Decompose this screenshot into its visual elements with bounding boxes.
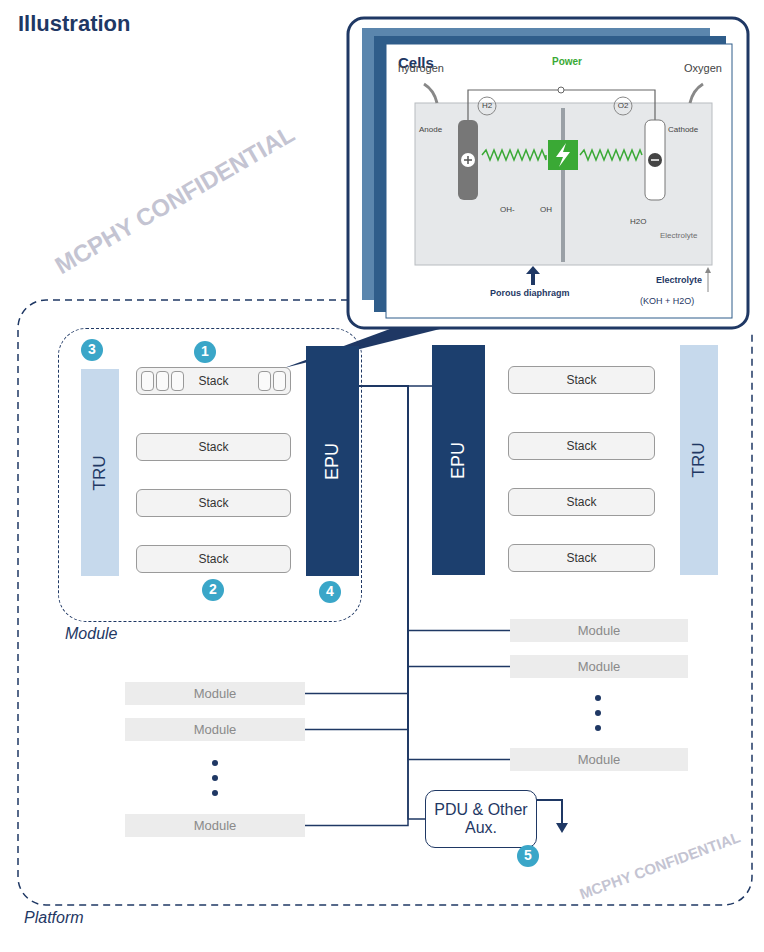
tru-unit: TRU (81, 369, 119, 576)
figure-label: OH- (500, 206, 515, 215)
cell-segment (273, 371, 286, 391)
cell-segment (141, 371, 154, 391)
box-label: Stack (198, 496, 228, 510)
figure-label: hydrogen (398, 62, 444, 74)
box-label: TRU (689, 443, 709, 478)
callout-number: 2 (202, 579, 224, 601)
box-label: Stack (566, 439, 596, 453)
figure-label: Porous diaphragm (490, 289, 570, 299)
box-label: Module (194, 686, 237, 701)
cell-illustration (415, 84, 712, 292)
callout-number: 3 (81, 339, 103, 361)
figure-label: (KOH + H2O) (640, 297, 694, 307)
module-box: Module (125, 718, 305, 741)
box-label: EPU (322, 442, 343, 479)
platform-outline (18, 300, 752, 905)
box-label: TRU (90, 455, 110, 490)
box-label: Stack (198, 440, 228, 454)
box-label: Stack (566, 551, 596, 565)
figure-label: H2 (482, 102, 492, 111)
box-label: Module (194, 818, 237, 833)
epu-unit: EPU (306, 346, 359, 576)
stack-box: Stack (136, 367, 291, 395)
cell-segment (258, 371, 271, 391)
callout-number: 1 (194, 341, 216, 363)
diagram-title: Illustration (18, 12, 130, 36)
watermark: MCPHY CONFIDENTIAL (51, 121, 299, 280)
box-label: PDU & Other Aux. (434, 801, 528, 838)
box-label: Module (578, 752, 621, 767)
module-box: Module (125, 682, 305, 705)
pdu-box: PDU & Other Aux. (425, 790, 537, 848)
box-label: Module (194, 722, 237, 737)
callout-number: 5 (517, 845, 539, 867)
box-label: Stack (198, 552, 228, 566)
output-arrowhead (556, 823, 568, 833)
module-box: Module (510, 655, 688, 678)
page-front (386, 44, 732, 318)
figure-label: Power (552, 56, 582, 67)
figure-label: Oxygen (684, 62, 722, 74)
stack-box: Stack (136, 545, 291, 573)
module-box: Module (125, 814, 305, 837)
callout-number: 4 (319, 581, 341, 603)
figure-label: O2 (618, 102, 629, 111)
epu-unit: EPU (432, 345, 485, 575)
module-box: Module (510, 619, 688, 642)
ellipsis-dots (212, 695, 601, 796)
zoom-frame (348, 18, 748, 328)
box-label: EPU (448, 441, 469, 478)
stack-box: Stack (508, 544, 655, 572)
stack-box: Stack (508, 366, 655, 394)
figure-label: Electrolyte (660, 232, 697, 241)
region-label: Platform (24, 909, 84, 927)
stack-box: Stack (136, 489, 291, 517)
box-label: Module (578, 623, 621, 638)
platform-region: PlatformModuleTRUStackStackStackStackEPU… (18, 300, 752, 905)
box-label: Stack (566, 373, 596, 387)
box-label: Stack (566, 495, 596, 509)
figure-label: OH (540, 206, 552, 215)
tru-unit: TRU (680, 345, 718, 575)
bus-connector (359, 386, 425, 819)
figure-label: Electrolyte (656, 276, 702, 286)
output-arrow (535, 800, 562, 825)
module-box: Module (510, 748, 688, 771)
stack-box: Stack (508, 432, 655, 460)
watermark: MCPHY CONFIDENTIAL (577, 829, 742, 903)
region-label: Module (65, 625, 117, 643)
box-label: Module (578, 659, 621, 674)
stack-box: Stack (136, 433, 291, 461)
stack-box: Stack (508, 488, 655, 516)
module-region: ModuleTRUStackStackStackStackEPU (58, 328, 362, 622)
cell-segment (156, 371, 169, 391)
figure-label: Cathode (668, 126, 698, 135)
cell-segment (171, 371, 184, 391)
figure-label: Anode (419, 126, 442, 135)
box-label: Stack (198, 374, 228, 388)
figure-label: H2O (630, 218, 646, 227)
